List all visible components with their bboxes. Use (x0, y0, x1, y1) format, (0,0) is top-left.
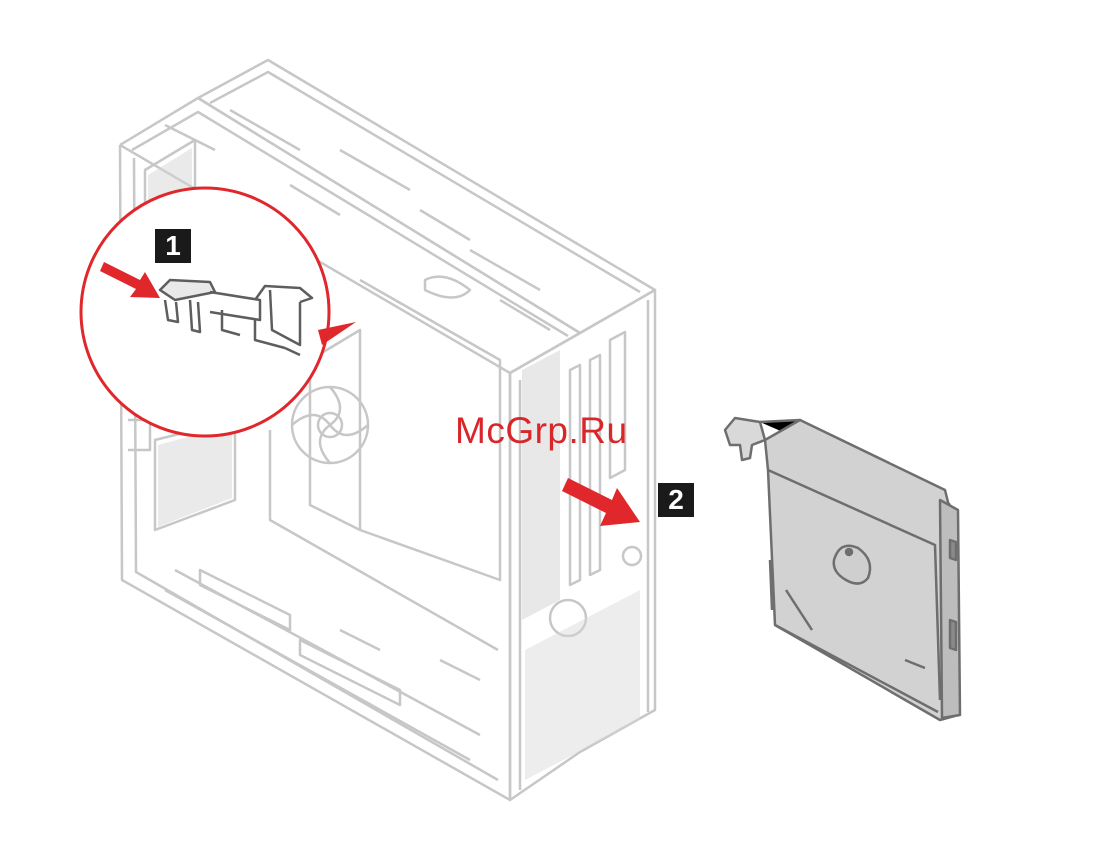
step-1-badge: 1 (155, 229, 191, 263)
watermark-text: McGrp.Ru (455, 410, 628, 452)
step-2-badge: 2 (658, 483, 694, 517)
optical-drive (725, 418, 960, 720)
zoom-callout (81, 188, 356, 436)
